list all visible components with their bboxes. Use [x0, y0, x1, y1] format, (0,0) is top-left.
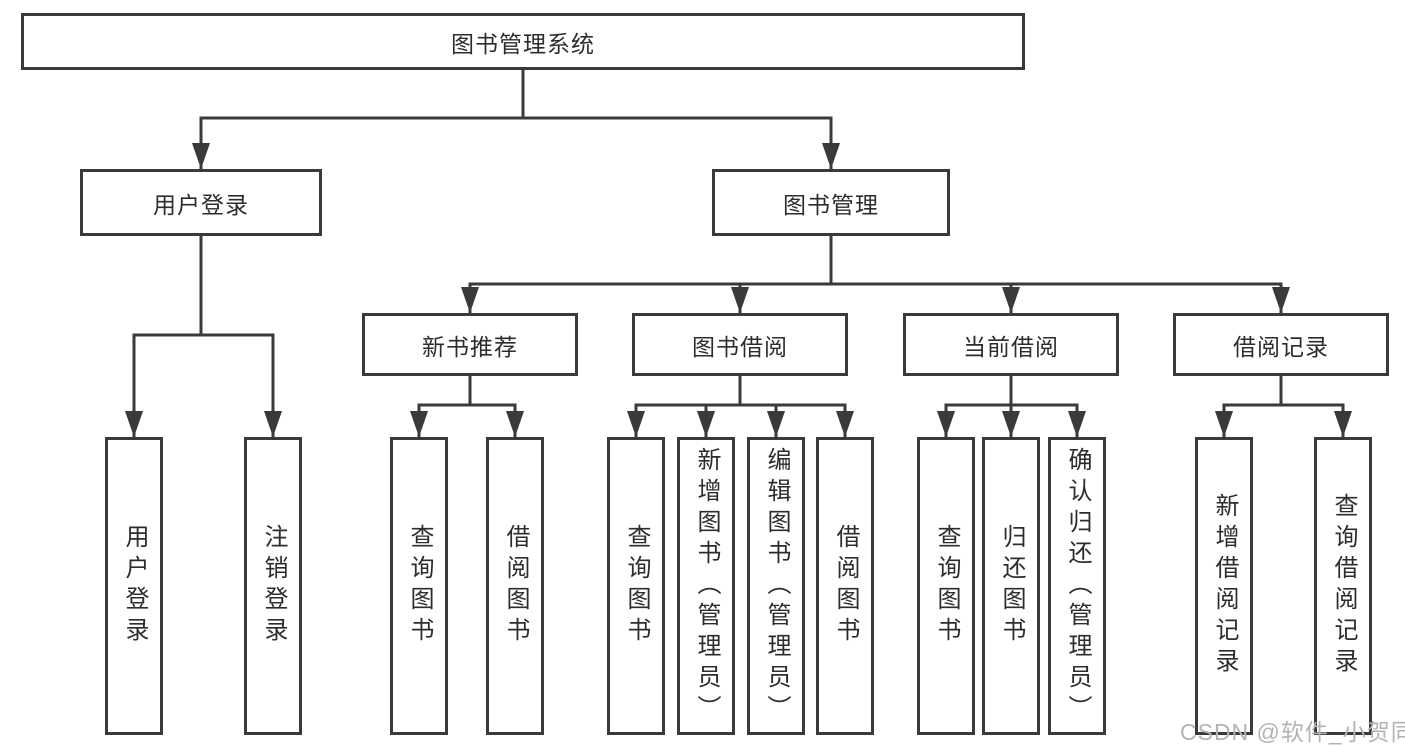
node-leaf-query-borrow-record: 查询借阅记录	[1314, 437, 1372, 735]
connector-group	[125, 70, 1352, 437]
csdn-watermark: CSDN @软件_小贺同学	[1180, 719, 1405, 745]
node-borrow-records: 借阅记录	[1173, 313, 1389, 376]
node-leaf-add-books-admin: 新增图书（管理员）	[677, 437, 735, 735]
node-leaf-borrow-books: 借阅图书	[816, 437, 874, 735]
node-user-login: 用户登录	[80, 169, 322, 236]
node-leaf-logout: 注销登录	[244, 437, 302, 735]
node-book-management: 图书管理	[712, 169, 950, 236]
node-library-management-system: 图书管理系统	[21, 13, 1025, 70]
node-leaf-add-borrow-record: 新增借阅记录	[1195, 437, 1253, 735]
node-leaf-confirm-return-admin: 确认归还（管理员）	[1048, 437, 1106, 735]
node-book-borrow: 图书借阅	[632, 313, 848, 376]
node-leaf-query-books-recommend: 查询图书	[390, 437, 448, 735]
node-leaf-return-books: 归还图书	[982, 437, 1040, 735]
node-current-borrow: 当前借阅	[903, 313, 1119, 376]
node-leaf-query-books-current: 查询图书	[917, 437, 975, 735]
node-leaf-edit-books-admin: 编辑图书（管理员）	[747, 437, 805, 735]
node-leaf-user-login: 用户登录	[105, 437, 163, 735]
node-leaf-query-books-borrow: 查询图书	[607, 437, 665, 735]
node-leaf-borrow-books-recommend: 借阅图书	[486, 437, 544, 735]
node-new-book-recommend: 新书推荐	[362, 313, 578, 376]
